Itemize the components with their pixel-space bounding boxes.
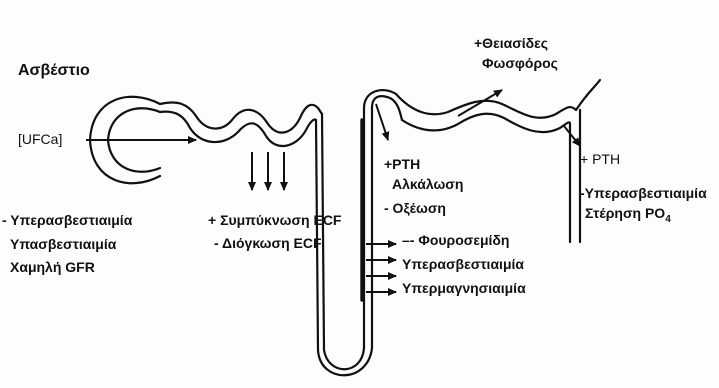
phosphate-deprivation-text: Στέρηση PO xyxy=(585,205,665,221)
loop-of-henle-inner xyxy=(324,348,364,369)
phosphate-subscript: 4 xyxy=(665,214,671,225)
thiazides-label: +Θειασίδες xyxy=(474,35,548,52)
loop-alkalosis-label: Αλκάλωση xyxy=(392,176,463,193)
title-calcium: Ασβέστιο xyxy=(18,62,90,79)
furosemide-label: –- Φουροσεμίδη xyxy=(402,232,509,249)
left-factor-hypercalcemia: - Υπερασβεστιαιμία xyxy=(2,212,132,229)
collecting-duct-top xyxy=(576,80,600,110)
thiazide-arrow xyxy=(458,90,502,116)
distal-hypercalcemia-label: -Υπερασβεστιαιμία xyxy=(580,185,707,202)
phosphorus-label: Φωσφόρος xyxy=(482,55,558,72)
descending-arrow xyxy=(376,104,388,140)
proximal-volume-contraction: + Συμπύκνωση ECF xyxy=(208,212,342,229)
left-factor-low-gfr: Χαμηλή GFR xyxy=(10,259,95,276)
loop-hypercalcemia-label: Υπερασβεστιαιμία xyxy=(402,256,524,273)
distal-arrow xyxy=(564,126,580,146)
loop-pth-label: +PTH xyxy=(384,156,420,173)
loop-acidosis-label: - Οξέωση xyxy=(384,200,446,217)
proximal-volume-expansion: - Διόγκωση ECF xyxy=(214,235,322,252)
descending-limb-outer xyxy=(322,114,324,350)
distal-pth-label: + PTH xyxy=(580,151,620,168)
left-factor-hypocalcemia: Υπασβεστιαιμία xyxy=(10,236,116,253)
ascending-limb-inner xyxy=(364,90,396,348)
ufca-label: [UFCa] xyxy=(18,131,62,148)
phosphate-deprivation-label: Στέρηση PO4 xyxy=(585,205,671,228)
hypermagnesemia-label: Υπερμαγνησιαιμία xyxy=(402,280,526,297)
